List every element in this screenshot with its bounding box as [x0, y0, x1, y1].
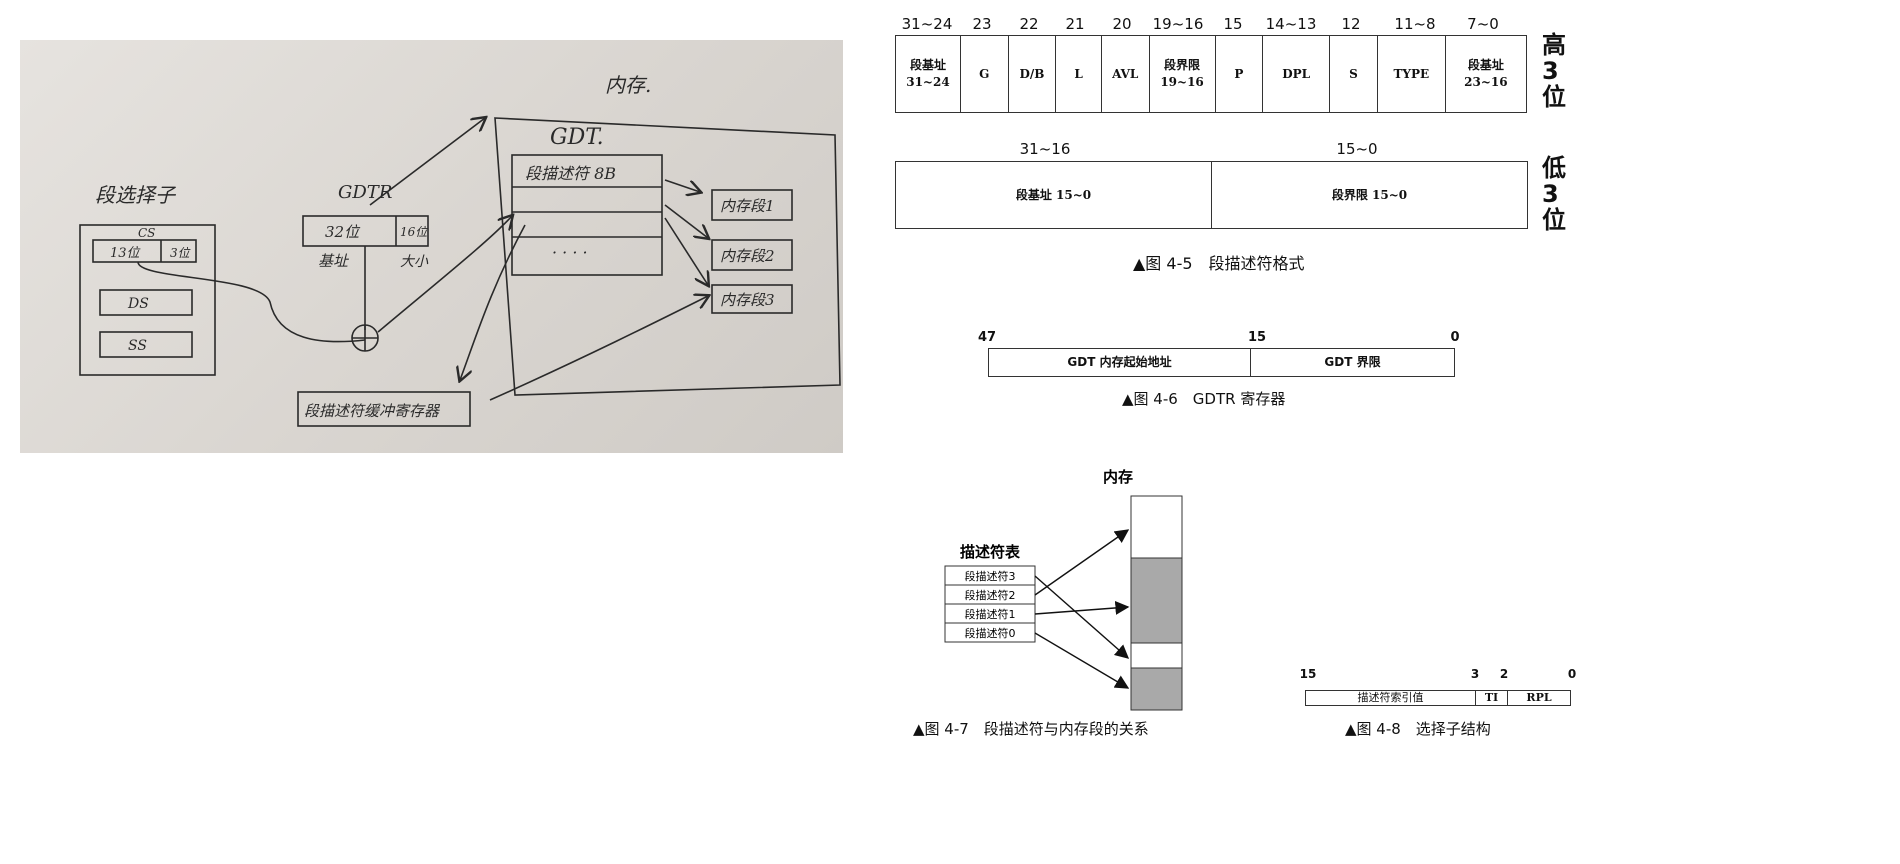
fig47-memory-label: 内存 [1103, 468, 1133, 486]
fig48-selector-table: 描述符索引值 TI RPL [1305, 690, 1571, 706]
descriptor-row [944, 622, 1036, 643]
cell-db: D/B [1007, 35, 1057, 113]
gdtr-base-label: 32位 [325, 223, 361, 241]
bit-label: 12 [1341, 15, 1361, 33]
hand-sketch: 段选择子 CS 13位 3位 DS SS GDTR 32位 16位 基址 大小 … [79, 73, 841, 427]
cell-gdt-limit: GDT 界限 [1250, 348, 1455, 377]
memory-free-block [1130, 495, 1183, 559]
fig47-table-label: 描述符表 [960, 543, 1021, 561]
memory-segment-3-label: 内存段3 [720, 291, 775, 309]
descriptor-row-label: 段描述符3 [965, 569, 1016, 583]
memory-label: 内存. [605, 73, 651, 97]
gdtr-label: GDTR [338, 182, 392, 203]
cell-limit-15-0: 段界限 15~0 [1211, 161, 1528, 229]
cs-low-label: 3位 [170, 246, 191, 260]
cell-g: G [959, 35, 1009, 113]
descriptor-row-label: 段描述符0 [965, 626, 1016, 640]
cs-label: CS [138, 226, 155, 240]
bit-label: 0 [1450, 330, 1460, 345]
bit-label: 22 [1019, 15, 1039, 33]
descriptor-cache-register [297, 391, 471, 427]
fig46-bits: 47 15 0 [978, 330, 1460, 348]
bit-label: 31~16 [1019, 140, 1071, 158]
bit-label: 47 [977, 330, 997, 345]
bit-label: 15 [1299, 667, 1317, 681]
gdt-dots: · · · · [552, 243, 588, 262]
bit-label: 20 [1112, 15, 1132, 33]
cell-base-15-0: 段基址 15~0 [895, 161, 1212, 229]
cs-register [92, 239, 197, 263]
gdtr-limit-label: 16位 [400, 225, 428, 239]
fig47-diagram: 内存 描述符表 段描述符3 段描述符2 段描述符1 段描述符0 [944, 468, 1183, 711]
cell-s: S [1329, 35, 1378, 113]
bit-label: 0 [1567, 667, 1577, 681]
descriptor-row-label: 段描述符1 [965, 607, 1016, 621]
selector-title: 段选择子 [95, 183, 177, 207]
ds-label: DS [127, 296, 149, 312]
bit-label: 7~0 [1467, 15, 1499, 33]
memory-segment-1 [711, 189, 793, 221]
memory-segment-3 [711, 284, 793, 314]
fig45-bits-low: 31~16 15~0 [895, 140, 1525, 160]
cell-gdt-base: GDT 内存起始地址 [988, 348, 1251, 377]
ss-register [99, 331, 193, 358]
descriptor-row-label: 段描述符2 [965, 588, 1016, 602]
bit-label: 15 [1223, 15, 1243, 33]
ss-label: SS [128, 338, 147, 354]
gdt-entry-label: 段描述符 8B [525, 164, 616, 183]
descriptor-cache-label: 段描述符缓冲寄存器 [304, 402, 441, 420]
cell-p: P [1214, 35, 1264, 113]
cell-type: TYPE [1376, 35, 1446, 113]
fig46-caption: ▲图 4-6 GDTR 寄存器 [1122, 390, 1286, 408]
memory-outline [494, 117, 841, 396]
cell-l: L [1055, 35, 1102, 113]
bit-label: 23 [972, 15, 992, 33]
memory-segment-block [1130, 557, 1183, 644]
bit-label: 15~0 [1336, 140, 1378, 158]
cell-descriptor-index: 描述符索引值 [1305, 690, 1476, 706]
cs-wire [137, 261, 366, 343]
fig45-low-table: 段基址 15~0 段界限 15~0 [895, 161, 1528, 229]
bit-label: 21 [1065, 15, 1085, 33]
bit-label: 3 [1470, 667, 1480, 681]
fig46-gdtr-table: GDT 内存起始地址 GDT 界限 [988, 348, 1455, 377]
gdtr-base-caption: 基址 [318, 252, 350, 270]
cell-dpl: DPL [1262, 35, 1331, 113]
bit-label: 11~8 [1394, 15, 1436, 33]
gdtr-limit-caption: 大小 [400, 254, 429, 270]
memory-segment-1-label: 内存段1 [720, 197, 775, 215]
fig47-caption: ▲图 4-7 段描述符与内存段的关系 [913, 720, 1149, 738]
cell-ti: TI [1475, 690, 1508, 706]
memory-segment-block [1130, 667, 1183, 711]
cs-index-label: 13位 [110, 245, 142, 261]
selector-box [79, 224, 216, 376]
hand-drawn-photo: 段选择子 CS 13位 3位 DS SS GDTR 32位 16位 基址 大小 … [20, 40, 843, 453]
memory-segment-2-label: 内存段2 [720, 247, 775, 265]
gdt-table [511, 154, 663, 276]
fig48-caption: ▲图 4-8 选择子结构 [1345, 720, 1491, 738]
cell-rpl: RPL [1507, 690, 1571, 706]
cell-avl: AVL [1100, 35, 1150, 113]
fig48-bits: 15 3 2 0 [1300, 667, 1580, 685]
bit-label: 14~13 [1265, 15, 1317, 33]
bit-label: 19~16 [1152, 15, 1204, 33]
bit-label: 15 [1247, 330, 1267, 345]
ds-register [99, 289, 193, 316]
bit-label: 2 [1499, 667, 1509, 681]
bit-label: 31~24 [901, 15, 953, 33]
fig45-caption: ▲图 4-5 段描述符格式 [1133, 254, 1305, 273]
fig45-bits-high: 31~24 23 22 21 20 19~16 15 14~13 12 11~8… [895, 15, 1525, 35]
memory-free-block [1130, 642, 1183, 669]
gdt-label: GDT. [550, 125, 604, 150]
memory-segment-2 [711, 239, 793, 271]
